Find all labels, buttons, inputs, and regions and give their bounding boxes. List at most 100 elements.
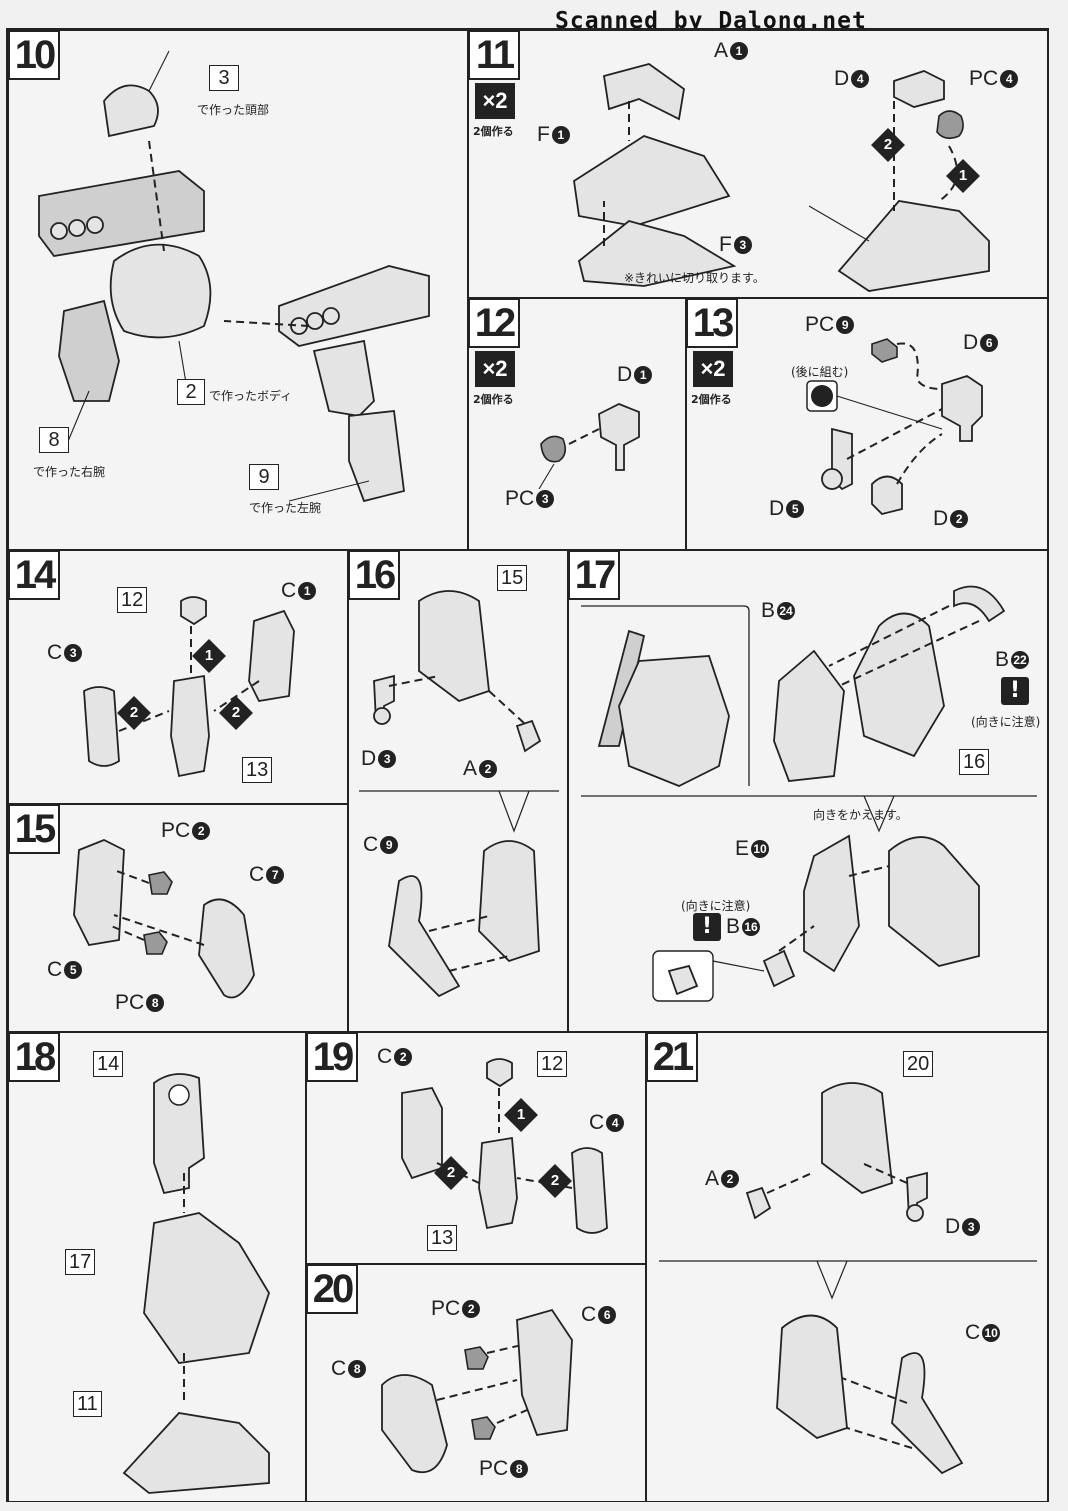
- part-b22: [953, 585, 1006, 623]
- joint-part: [486, 1058, 513, 1088]
- ref-head: 3: [209, 65, 239, 91]
- step-number: 15: [8, 804, 60, 854]
- part-c6: [516, 1308, 573, 1437]
- right-arm-part: [58, 299, 120, 402]
- step-number: 12: [468, 298, 520, 348]
- detail-armor: [618, 655, 730, 787]
- part-d6: [941, 375, 983, 442]
- order-1: 1: [504, 1098, 538, 1132]
- multiplier-badge: ×2: [475, 83, 515, 119]
- ref-12: 12: [117, 587, 148, 613]
- part-pc8: [143, 931, 168, 955]
- part-a1: [602, 63, 685, 121]
- order-2: 2: [871, 128, 905, 162]
- warning-icon-2: !: [693, 913, 721, 941]
- order-1: 1: [946, 159, 980, 193]
- part-c9: [388, 875, 461, 998]
- part-f3: [577, 220, 737, 287]
- assembly-17: [853, 612, 945, 758]
- part-d4: [893, 70, 945, 108]
- part-c4: [571, 1147, 608, 1234]
- make-two-text: 2個作る: [473, 393, 514, 406]
- part-e10: [803, 834, 860, 973]
- ref-17: 17: [65, 1249, 96, 1275]
- assembly-17: [143, 1212, 270, 1364]
- part-pc2: [148, 871, 173, 895]
- ref-right-arm: 8: [39, 427, 69, 453]
- part-c8: [381, 1374, 448, 1474]
- part-pc9: [871, 338, 898, 363]
- warning-icon: !: [1001, 677, 1029, 705]
- part-c7: [198, 898, 255, 999]
- ref-15: 15: [497, 565, 528, 591]
- assembly-11: [122, 1412, 270, 1494]
- part-pc4: [936, 110, 964, 140]
- part-d1: [598, 403, 640, 471]
- multiplier-badge: ×2: [475, 351, 515, 387]
- ref-20: 20: [903, 1051, 934, 1077]
- ref-12: 12: [537, 1051, 568, 1077]
- assembly-core: [170, 674, 210, 778]
- part-b24: [773, 649, 845, 782]
- step-number: 19: [306, 1032, 358, 1082]
- ref-body: 2: [177, 379, 205, 405]
- step-15-illustration: [73, 839, 255, 999]
- step-18-illustration: [122, 1073, 270, 1494]
- body-part: [109, 243, 212, 339]
- step-12-illustration: [538, 403, 640, 490]
- part-d2: [871, 475, 903, 515]
- ref-16: 16: [959, 749, 990, 775]
- ref-14: 14: [93, 1051, 124, 1077]
- head-part: [103, 84, 159, 138]
- step-10-panel: 10 3 で作った頭部 2 で作ったボディ 8 で作った右腕 9 で作った左腕: [8, 30, 468, 550]
- step-19-illustration: [401, 1058, 608, 1234]
- step-18-panel: 18 14 17 11: [8, 1032, 306, 1502]
- foot-base: [837, 200, 990, 292]
- step-number: 11: [468, 30, 520, 80]
- step-number: 13: [686, 298, 738, 348]
- ref-11: 11: [73, 1391, 102, 1417]
- left-upper-arm: [312, 339, 375, 417]
- reverse-text: 向きをかえます。: [813, 808, 908, 822]
- shoulder-pod-right: [38, 170, 205, 257]
- assembly-13: [478, 1136, 518, 1230]
- caution-text-2: (向きに注意): [681, 899, 751, 913]
- step-11-illustration: [573, 63, 990, 292]
- step-number: 10: [8, 30, 60, 80]
- right-arm-text: で作った右腕: [33, 465, 106, 479]
- make-two-text: 2個作る: [473, 125, 514, 138]
- step-number: 20: [306, 1264, 358, 1314]
- step-20-illustration: [381, 1308, 573, 1474]
- order-2b: 2: [538, 1164, 572, 1198]
- ref-left-arm: 9: [249, 464, 279, 490]
- ref-13: 13: [427, 1225, 458, 1251]
- later-text: (後に組む): [791, 365, 849, 379]
- step-number: 18: [8, 1032, 60, 1082]
- assembly-20: [821, 1082, 893, 1195]
